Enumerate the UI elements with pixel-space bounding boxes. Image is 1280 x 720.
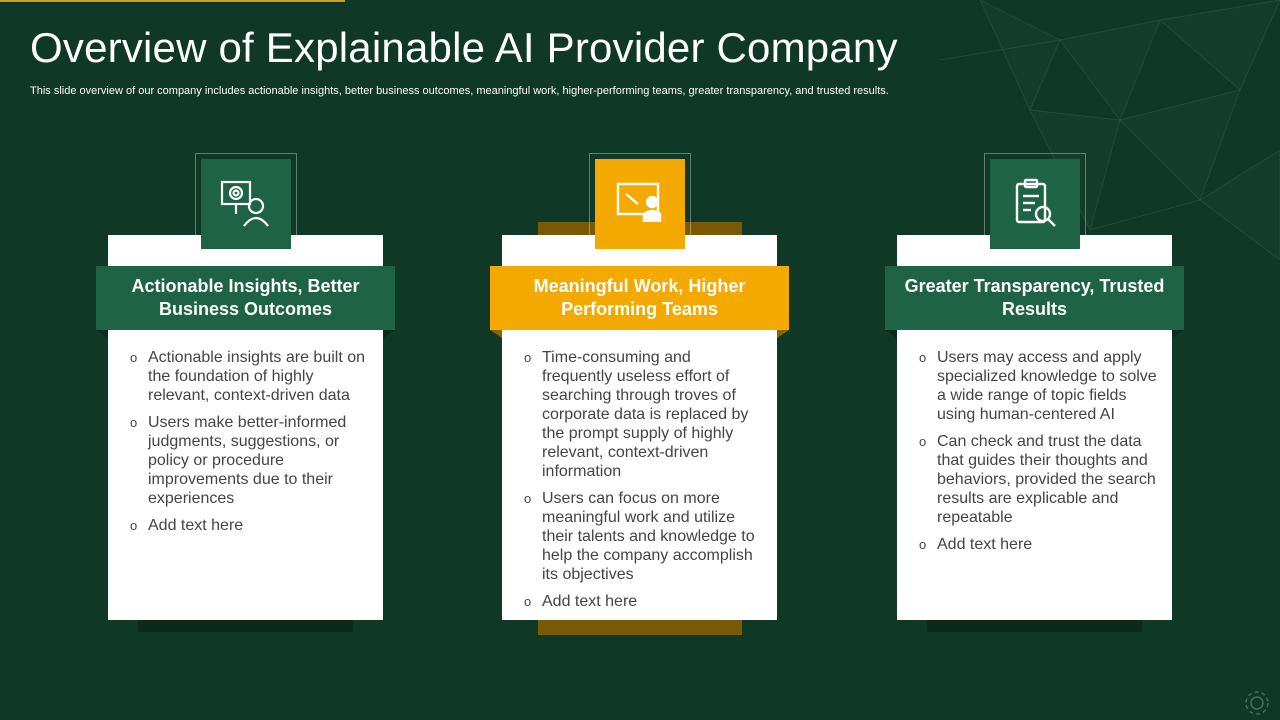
- bullet-icon: o: [524, 491, 532, 506]
- bullet-icon: o: [919, 537, 927, 552]
- bullet-icon: o: [919, 434, 927, 449]
- presenter-chart-icon: [201, 159, 291, 249]
- ribbon-fold-right: [777, 330, 789, 338]
- ribbon-fold-right: [1172, 330, 1184, 338]
- card-meaningful-work: Meaningful Work, Higher Performing Teams…: [490, 153, 789, 635]
- card-shadow: [138, 620, 353, 632]
- bullet-icon: o: [524, 350, 532, 365]
- card-shadow: [927, 620, 1142, 632]
- ribbon-fold-left: [96, 330, 108, 338]
- icon-frame: [195, 153, 297, 255]
- bullet-icon: o: [130, 415, 138, 430]
- top-accent-bar: [0, 0, 345, 2]
- clipboard-search-icon: [990, 159, 1080, 249]
- ribbon-fold-right: [383, 330, 395, 338]
- bullet-icon: o: [130, 518, 138, 533]
- icon-frame: [984, 153, 1086, 255]
- card-heading: Actionable Insights, Better Business Out…: [96, 266, 395, 330]
- ribbon-fold-left: [885, 330, 897, 338]
- card-heading: Meaningful Work, Higher Performing Teams: [490, 266, 789, 330]
- teacher-board-icon: [595, 159, 685, 249]
- bullet-icon: o: [524, 594, 532, 609]
- icon-frame: [589, 153, 691, 255]
- network-pattern-decoration: [940, 0, 1280, 260]
- page-subtitle: This slide overview of our company inclu…: [30, 85, 889, 97]
- bullet-icon: o: [130, 350, 138, 365]
- card-heading: Greater Transparency, Trusted Results: [885, 266, 1184, 330]
- gear-icon: [1245, 691, 1269, 715]
- page-title: Overview of Explainable AI Provider Comp…: [30, 24, 898, 71]
- card-actionable-insights: Actionable Insights, Better Business Out…: [96, 153, 395, 632]
- bullet-icon: o: [919, 350, 927, 365]
- ribbon-fold-left: [490, 330, 502, 338]
